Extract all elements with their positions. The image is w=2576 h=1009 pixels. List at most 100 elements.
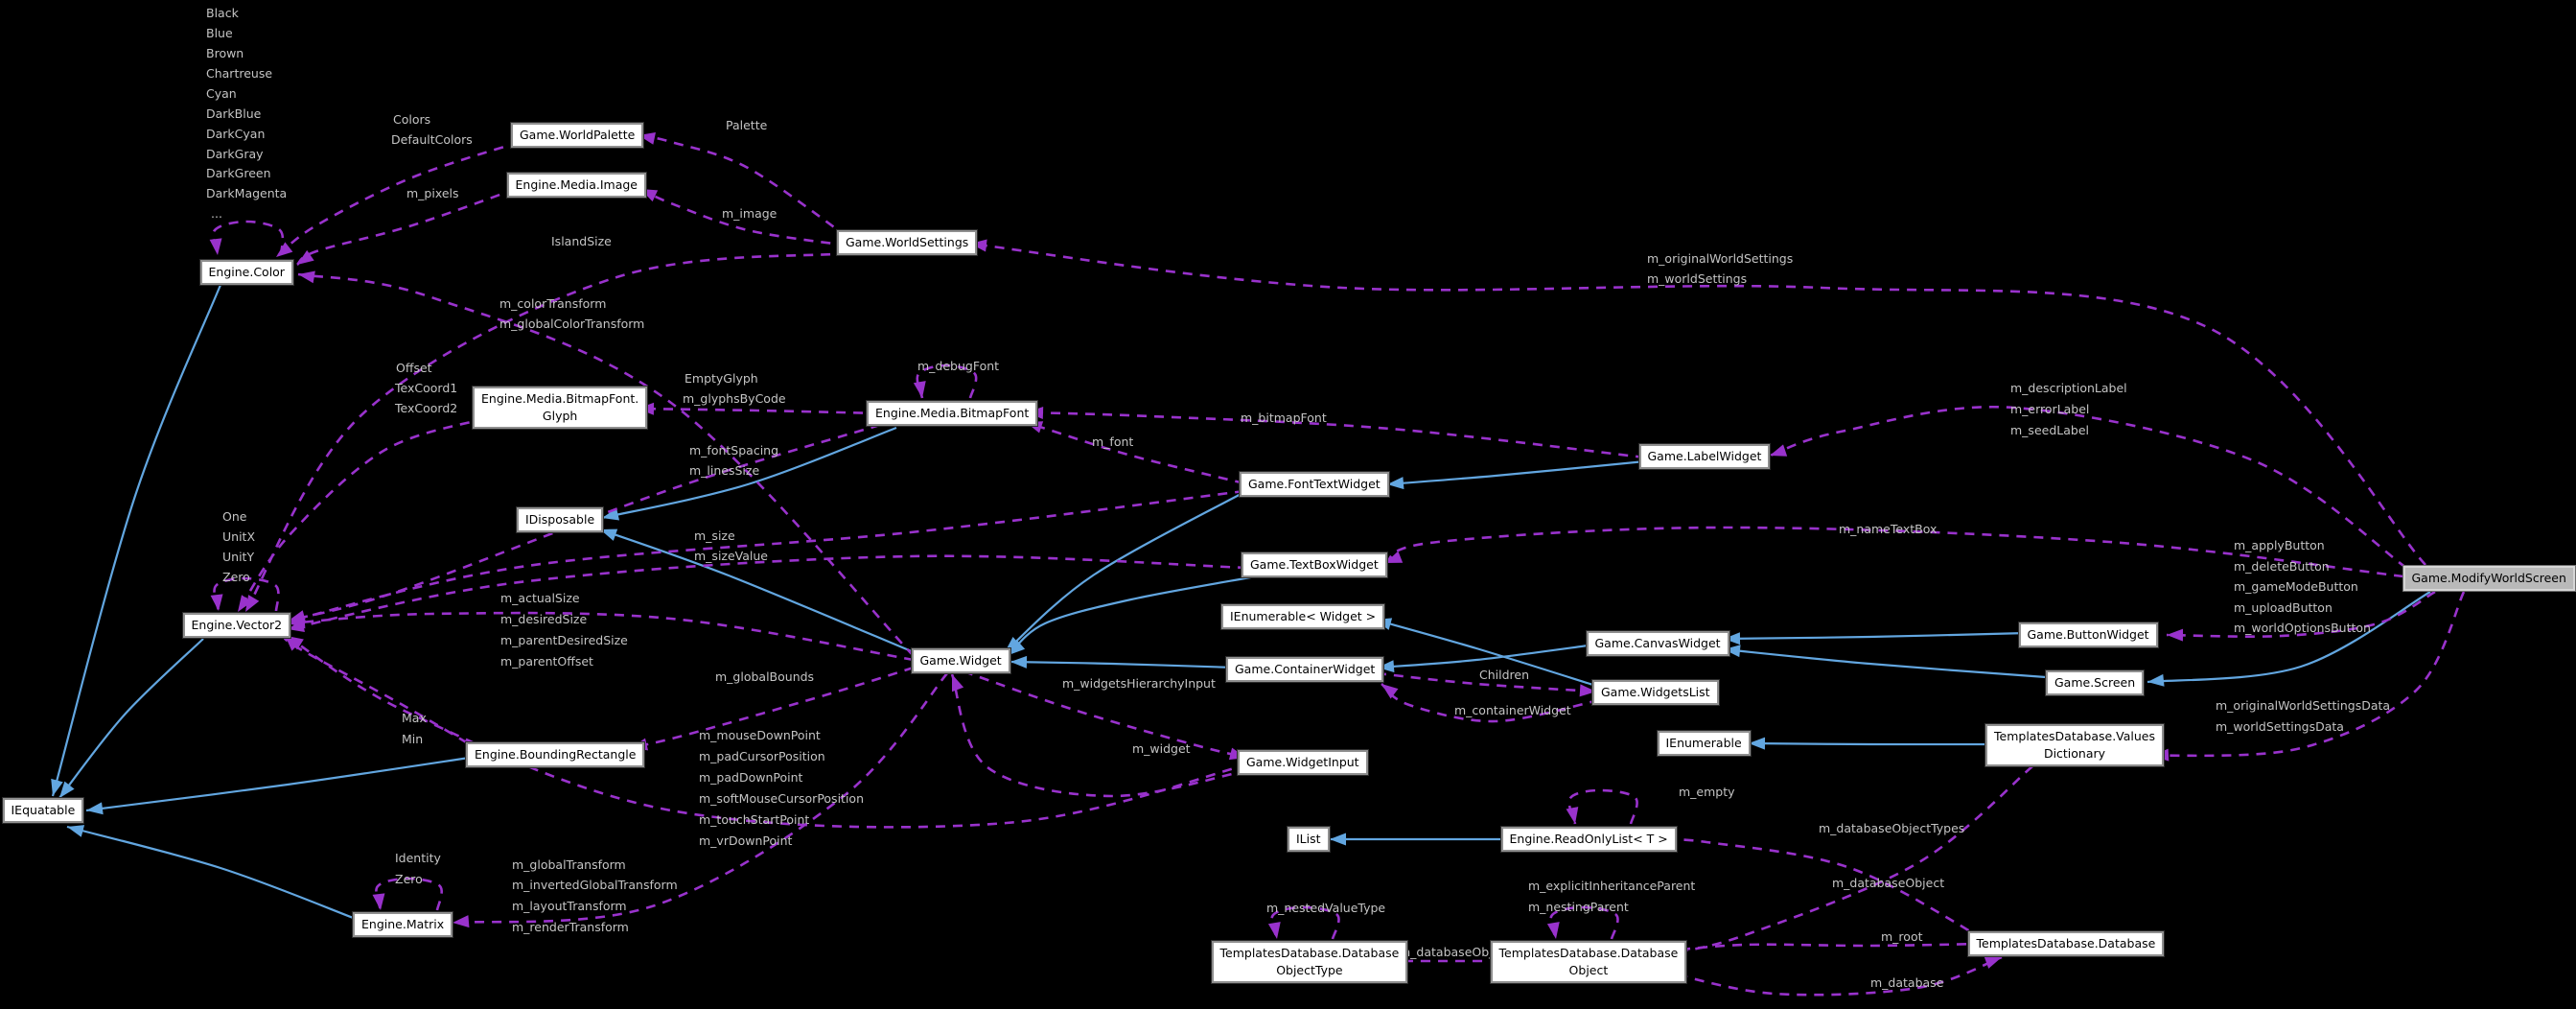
arrowhead: [2167, 628, 2184, 642]
class-node-readonlylist[interactable]: Engine.ReadOnlyList< T >: [1499, 825, 1678, 854]
edge-label: m_bitmapFont: [1241, 411, 1327, 425]
class-node-widget[interactable]: Game.Widget: [910, 646, 1011, 675]
class-node-vector2[interactable]: Engine.Vector2: [181, 611, 292, 640]
edge-worldsettings-vector2: [244, 251, 848, 613]
class-node-idisposable[interactable]: IDisposable: [515, 505, 605, 534]
edge-label: m_padCursorPosition: [699, 749, 825, 763]
edge-label: Offset: [396, 361, 432, 375]
edge-label: m_font: [1092, 434, 1134, 449]
arrowhead: [1546, 922, 1560, 939]
edge-label: m_gameModeButton: [2234, 579, 2358, 594]
edge-label: DarkGreen: [206, 166, 271, 180]
edge-label: DefaultColors: [391, 132, 473, 147]
edge-label: m_size: [694, 528, 735, 543]
edge-label: Min: [402, 732, 424, 746]
class-node-glyph[interactable]: Engine.Media.BitmapFont.Glyph: [471, 385, 649, 431]
class-node-modifyworldscreen[interactable]: Game.ModifyWorldScreen: [2402, 564, 2576, 593]
edge-dbobject-database: [1660, 955, 2003, 997]
edge-label: DarkBlue: [206, 106, 262, 121]
class-node-buttonwidget[interactable]: Game.ButtonWidget: [2017, 621, 2159, 649]
class-node-canvaswidget[interactable]: Game.CanvasWidget: [1585, 629, 1730, 658]
edge-label: Cyan: [206, 86, 237, 101]
edge-widgetinput-widget: [950, 673, 1249, 798]
edge-textboxwidget-vector2: [287, 554, 1248, 631]
edge-fonttextwidget-bitmapfont: [1025, 420, 1245, 485]
arrowhead: [1330, 833, 1346, 846]
edge-label: m_mouseDownPoint: [699, 728, 821, 742]
edge-label: m_originalWorldSettings: [1647, 251, 1794, 266]
edge-label: m_renderTransform: [512, 920, 629, 934]
edge-fonttextwidget-widget: [1004, 491, 1245, 653]
class-node-containerwidget[interactable]: Game.ContainerWidget: [1224, 655, 1385, 684]
class-node-fonttextwidget[interactable]: Game.FontTextWidget: [1239, 470, 1390, 499]
arrowhead: [1387, 477, 1404, 490]
edge-label: m_widgetsHierarchyInput: [1062, 676, 1216, 691]
class-node-worldsettings[interactable]: Game.WorldSettings: [835, 228, 979, 257]
edge-label: Black: [206, 6, 239, 20]
edge-matrix-iequatable: [66, 825, 357, 921]
edge-widget-boundingrect: [630, 666, 915, 750]
class-node-ienumerable_widget[interactable]: IEnumerable< Widget >: [1219, 602, 1386, 631]
edge-modifyworldscreen-screen: [2147, 591, 2431, 684]
class-node-matrix[interactable]: Engine.Matrix: [351, 910, 454, 939]
edge-label: m_softMouseCursorPosition: [699, 791, 864, 806]
edge-label: m_padDownPoint: [699, 770, 803, 785]
class-node-textboxwidget[interactable]: Game.TextBoxWidget: [1241, 551, 1388, 579]
arrowhead: [59, 781, 75, 798]
edge-modifyworldscreen-labelwidget: [1769, 406, 2407, 570]
arrowhead: [67, 825, 85, 837]
edge-modifyworldscreen-buttonwidget: [2166, 590, 2436, 639]
class-node-bitmapfont[interactable]: Engine.Media.BitmapFont: [865, 399, 1039, 428]
class-node-labelwidget[interactable]: Game.LabelWidget: [1637, 442, 1772, 471]
arrowhead: [288, 611, 306, 624]
class-node-media_image[interactable]: Engine.Media.Image: [505, 171, 647, 199]
edge-label: UnitY: [222, 550, 255, 564]
edge-worldsettings-media_image: [639, 187, 848, 247]
edge-boundingrect-vector2: [283, 634, 483, 754]
arrowhead: [1267, 922, 1281, 939]
arrowhead: [1005, 636, 1022, 652]
edge-label: m_applyButton: [2234, 538, 2325, 552]
edge-label: m_globalBounds: [715, 669, 815, 684]
edge-label: Zero: [222, 570, 250, 584]
class-node-boundingrect[interactable]: Engine.BoundingRectangle: [464, 740, 646, 769]
class-node-engine_color[interactable]: Engine.Color: [198, 258, 294, 287]
class-node-widgetslist[interactable]: Game.WidgetsList: [1591, 678, 1720, 707]
edge-label: TexCoord1: [395, 381, 458, 395]
edge-label: m_desiredSize: [500, 612, 588, 626]
edge-label: m_databaseObject: [1832, 876, 1945, 890]
edge-label: m_nestingParent: [1528, 900, 1629, 914]
edge-label: EmptyGlyph: [685, 371, 758, 386]
class-node-ienumerable[interactable]: IEnumerable: [1656, 729, 1752, 758]
class-node-database[interactable]: TemplatesDatabase.Database: [1966, 929, 2166, 958]
edge-widget-idisposable: [599, 528, 915, 654]
edge-label: m_invertedGlobalTransform: [512, 878, 678, 892]
edge-label: m_nameTextBox: [1839, 522, 1938, 536]
edge-media_image-engine_color: [296, 187, 517, 267]
edge-widgetslist-ienumerable_widget: [1374, 618, 1600, 689]
edge-database-readonlylist: [1655, 838, 1984, 941]
edge-label: TexCoord2: [395, 401, 458, 415]
edge-label: Max: [402, 711, 427, 725]
class-node-ilist[interactable]: IList: [1287, 825, 1331, 854]
edge-bitmapfont-glyph: [637, 407, 881, 415]
edge-database-dbobject: [1662, 942, 1984, 953]
edge-label: Colors: [393, 112, 431, 127]
arrowhead: [288, 620, 305, 633]
arrowhead: [1385, 551, 1404, 563]
class-node-widgetinput[interactable]: Game.WidgetInput: [1237, 748, 1369, 777]
edge-label: DarkCyan: [206, 127, 266, 141]
edge-label: m_deleteButton: [2234, 559, 2330, 574]
class-node-screen[interactable]: Game.Screen: [2044, 669, 2146, 697]
edge-canvaswidget-containerwidget: [1377, 643, 1596, 669]
edge-label: DarkMagenta: [206, 186, 288, 200]
edge-label: m_debugFont: [917, 359, 1000, 373]
class-node-worldpalette[interactable]: Game.WorldPalette: [509, 121, 645, 150]
class-node-iequatable[interactable]: IEquatable: [1, 796, 85, 825]
edge-label: m_sizeValue: [694, 549, 768, 563]
edge-containerwidget-widget: [1010, 660, 1236, 669]
